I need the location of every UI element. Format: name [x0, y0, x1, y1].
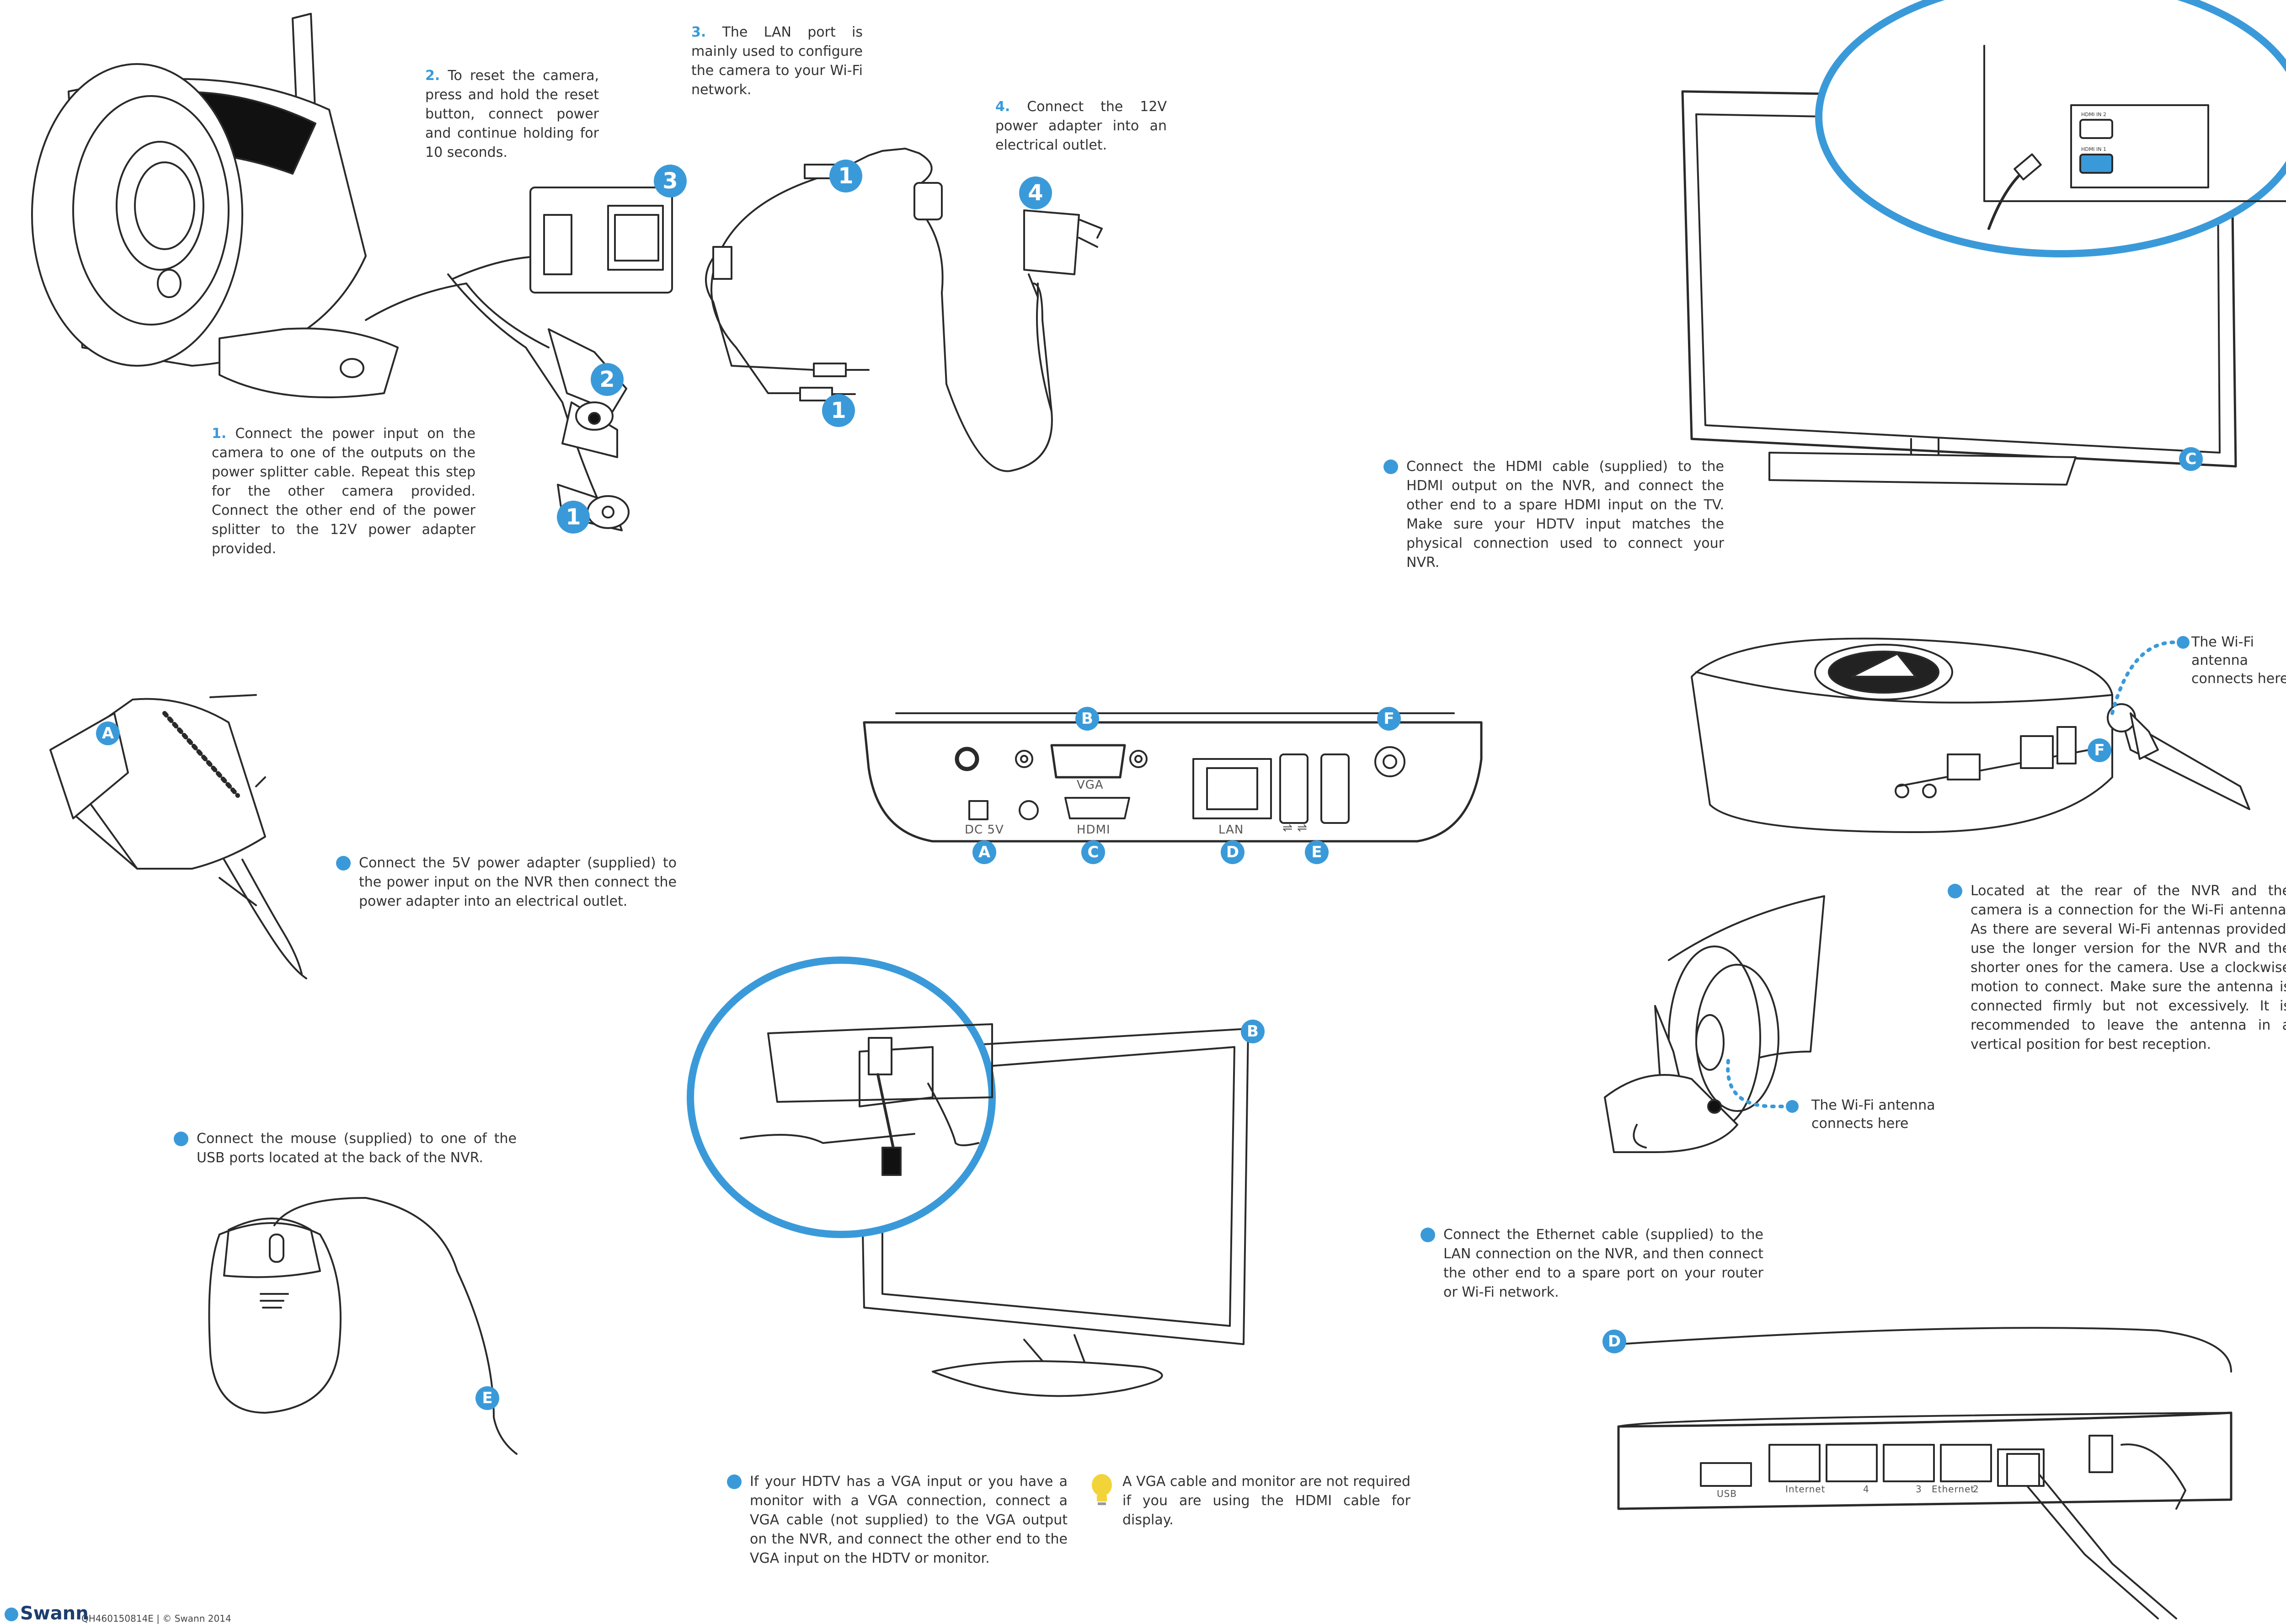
power-bullet: [336, 856, 351, 871]
nvr-rear-panel: [863, 712, 1483, 843]
ethernet-bullet: [1421, 1228, 1435, 1242]
step1-body: Connect the power input on the camera to…: [212, 426, 475, 557]
camera-cable-illustration: [447, 187, 673, 531]
badge-b-monitor: B: [1241, 1020, 1265, 1043]
hdmi-instruction-text: Connect the HDMI cable (supplied) to the…: [1406, 459, 1724, 571]
badge-f-nvr: F: [1377, 707, 1401, 731]
badge-c-nvr: C: [1081, 840, 1105, 864]
lightbulb-icon: [1090, 1473, 1113, 1515]
router-port-3-label: 3: [1916, 1484, 1922, 1495]
router-illustration: [1617, 1327, 2233, 1619]
nvr-iso-illustration: [1691, 637, 2250, 833]
power-instruction-text: Connect the 5V power adapter (supplied) …: [359, 855, 677, 909]
footer-code: QH460150814E | © Swann 2014: [81, 1613, 231, 1624]
antenna-instruction-text: Located at the rear of the NVR and the c…: [1971, 883, 2286, 1052]
usb-icon: ⇌ ⇌: [1282, 821, 1308, 835]
badge-3: 3: [654, 165, 687, 198]
badge-c-tv: C: [2179, 447, 2203, 471]
mouse-instruction: Connect the mouse (supplied) to one of t…: [174, 1129, 517, 1168]
step2-number: 2.: [425, 68, 440, 84]
antenna-instruction: Located at the rear of the NVR and the c…: [1948, 881, 2286, 1054]
badge-e-mouse: E: [475, 1386, 499, 1410]
step1-text: 1. Connect the power input on the camera…: [212, 424, 475, 559]
mouse-instruction-text: Connect the mouse (supplied) to one of t…: [197, 1131, 517, 1166]
step4-text: 4. Connect the 12V power adapter into an…: [995, 97, 1167, 155]
camera-antenna-callout-line: [1726, 1059, 1785, 1108]
step4-body: Connect the 12V power adapter into an el…: [995, 99, 1167, 153]
antenna-bullet: [1948, 884, 1962, 898]
ethernet-instruction: Connect the Ethernet cable (supplied) to…: [1421, 1225, 1763, 1302]
step3-text: 3. The LAN port is mainly used to config…: [691, 23, 863, 100]
camera-illustration: [31, 13, 550, 398]
tv-port-hdmi1-label: HDMI IN 1: [2081, 146, 2106, 152]
monitor-illustration: [687, 956, 1249, 1397]
swann-logo-icon: [5, 1608, 18, 1621]
badge-1-splitter-top: 1: [829, 160, 862, 192]
vga-bullet: [727, 1474, 742, 1489]
power-instruction: Connect the 5V power adapter (supplied) …: [336, 854, 677, 911]
badge-4: 4: [1019, 176, 1052, 209]
nvr-power-adapter-illustration: [49, 694, 307, 979]
step2-body: To reset the camera, press and hold the …: [425, 68, 599, 160]
step3-body: The LAN port is mainly used to configure…: [691, 24, 863, 98]
ethernet-instruction-text: Connect the Ethernet cable (supplied) to…: [1443, 1227, 1763, 1300]
step1-number: 1.: [212, 426, 227, 442]
router-port-usb-label: USB: [1717, 1488, 1737, 1499]
router-port-4-label: 4: [1863, 1484, 1869, 1495]
nvr-port-lan-label: LAN: [1218, 823, 1244, 837]
nvr-port-hdmi-label: HDMI: [1077, 823, 1111, 837]
camera-antenna-illustration: [1604, 895, 1825, 1153]
badge-d-router: D: [1602, 1330, 1626, 1353]
vga-instruction-text: If your HDTV has a VGA input or you have…: [750, 1474, 1068, 1566]
mouse-illustration: [208, 1197, 518, 1455]
step3-number: 3.: [691, 24, 706, 40]
badge-a-adapter: A: [96, 721, 120, 745]
tv-illustration: [1681, 0, 2286, 486]
antenna-camera-callout: The Wi-Fi antenna connects here: [1811, 1097, 1935, 1132]
nvr-port-dc-label: DC 5V: [965, 823, 1004, 837]
vga-tip-text: A VGA cable and monitor are not required…: [1122, 1474, 1410, 1528]
hdmi-bullet: [1383, 459, 1398, 474]
badge-a-nvr: A: [972, 840, 996, 864]
badge-b-nvr: B: [1075, 707, 1099, 731]
badge-f-nvr-iso: F: [2088, 738, 2111, 762]
hdmi-instruction: Connect the HDMI cable (supplied) to the…: [1383, 457, 1724, 572]
vga-instruction: If your HDTV has a VGA input or you have…: [727, 1472, 1068, 1568]
step4-number: 4.: [995, 99, 1010, 115]
step2-text: 2. To reset the camera, press and hold t…: [425, 66, 599, 162]
badge-1-camera: 1: [557, 501, 590, 534]
antenna-callout-line: [2110, 641, 2183, 715]
power-splitter-illustration: [705, 148, 1053, 472]
router-port-internet-label: Internet: [1785, 1484, 1826, 1495]
swann-logo: Swann: [5, 1603, 89, 1624]
vga-tip: A VGA cable and monitor are not required…: [1092, 1472, 1410, 1530]
antenna-nvr-callout: The Wi-Fi antenna connects here: [2191, 634, 2286, 687]
tv-port-hdmi2-label: HDMI IN 2: [2081, 112, 2106, 118]
badge-2: 2: [591, 363, 624, 396]
mouse-bullet: [174, 1132, 188, 1146]
power-adapter-illustration: [1023, 209, 1103, 412]
badge-e-nvr: E: [1305, 840, 1329, 864]
router-port-2-label: 2: [1973, 1484, 1979, 1495]
nvr-port-vga-label: VGA: [1077, 778, 1104, 792]
router-port-ethernet-label: Ethernet: [1932, 1484, 1975, 1495]
badge-1-splitter-bottom: 1: [822, 394, 855, 427]
badge-d-nvr: D: [1221, 840, 1244, 864]
